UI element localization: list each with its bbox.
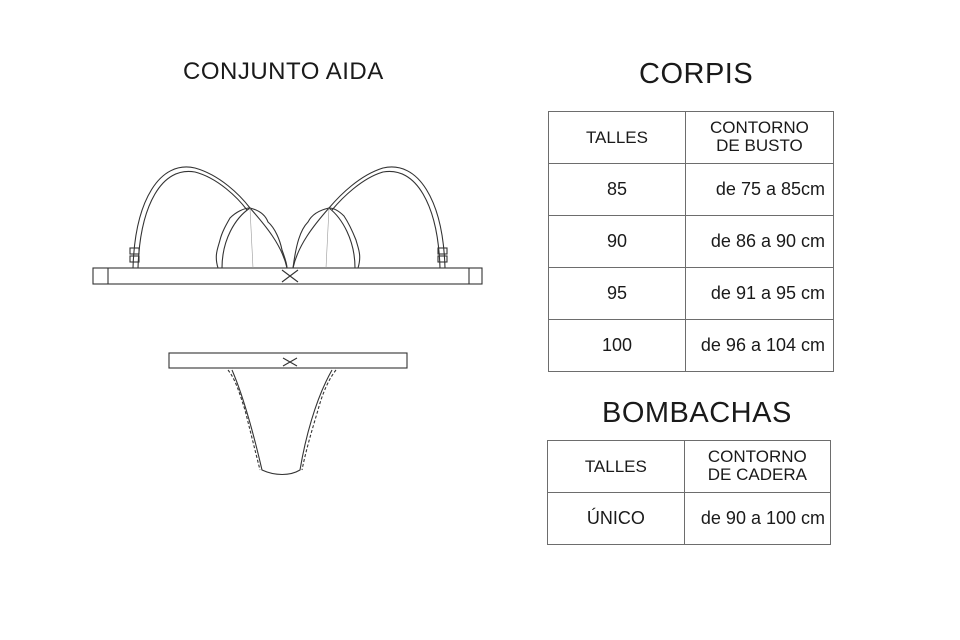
corpis-title: CORPIS [639, 58, 754, 90]
bra-sketch [92, 166, 483, 285]
set-title: CONJUNTO AIDA [183, 58, 384, 85]
bombachas-title: BOMBACHAS [602, 397, 792, 429]
size-cell: ÚNICO [547, 492, 685, 545]
table-row: 100 de 96 a 104 cm [548, 319, 835, 372]
table-row: 95 de 91 a 95 cm [548, 267, 835, 320]
header-measure-line1: CONTORNO [710, 118, 809, 137]
table-row: 85 de 75 a 85cm [548, 163, 835, 216]
range-cell: de 86 a 90 cm [684, 215, 835, 268]
header-measure-label: CONTORNO DE BUSTO [710, 119, 809, 155]
header-measure-label: CONTORNO DE CADERA [708, 448, 807, 484]
size-cell: 90 [548, 215, 686, 268]
header-size: TALLES [547, 440, 685, 493]
table-row: 90 de 86 a 90 cm [548, 215, 835, 268]
range-cell: de 75 a 85cm [684, 163, 835, 216]
corpis-size-table: TALLES CONTORNO DE BUSTO 85 de 75 a 85cm… [548, 111, 835, 372]
header-measure: CONTORNO DE BUSTO [684, 111, 835, 164]
size-cell: 85 [548, 163, 686, 216]
header-measure: CONTORNO DE CADERA [683, 440, 832, 493]
table-row: ÚNICO de 90 a 100 cm [547, 492, 832, 545]
header-measure-line2: DE BUSTO [716, 136, 803, 155]
table-header-row: TALLES CONTORNO DE CADERA [547, 440, 832, 493]
header-size-label: TALLES [584, 457, 647, 476]
range-cell: de 90 a 100 cm [683, 492, 832, 545]
table-header-row: TALLES CONTORNO DE BUSTO [548, 111, 835, 164]
size-cell: 100 [548, 319, 686, 372]
bombachas-size-table: TALLES CONTORNO DE CADERA ÚNICO de 90 a … [547, 440, 832, 545]
range-cell: de 91 a 95 cm [684, 267, 835, 320]
header-measure-line2: DE CADERA [707, 465, 807, 484]
panty-sketch [168, 352, 408, 476]
range-cell: de 96 a 104 cm [684, 319, 835, 372]
header-measure-line1: CONTORNO [707, 447, 807, 466]
header-size: TALLES [548, 111, 686, 164]
header-size-label: TALLES [585, 128, 648, 147]
size-cell: 95 [548, 267, 686, 320]
